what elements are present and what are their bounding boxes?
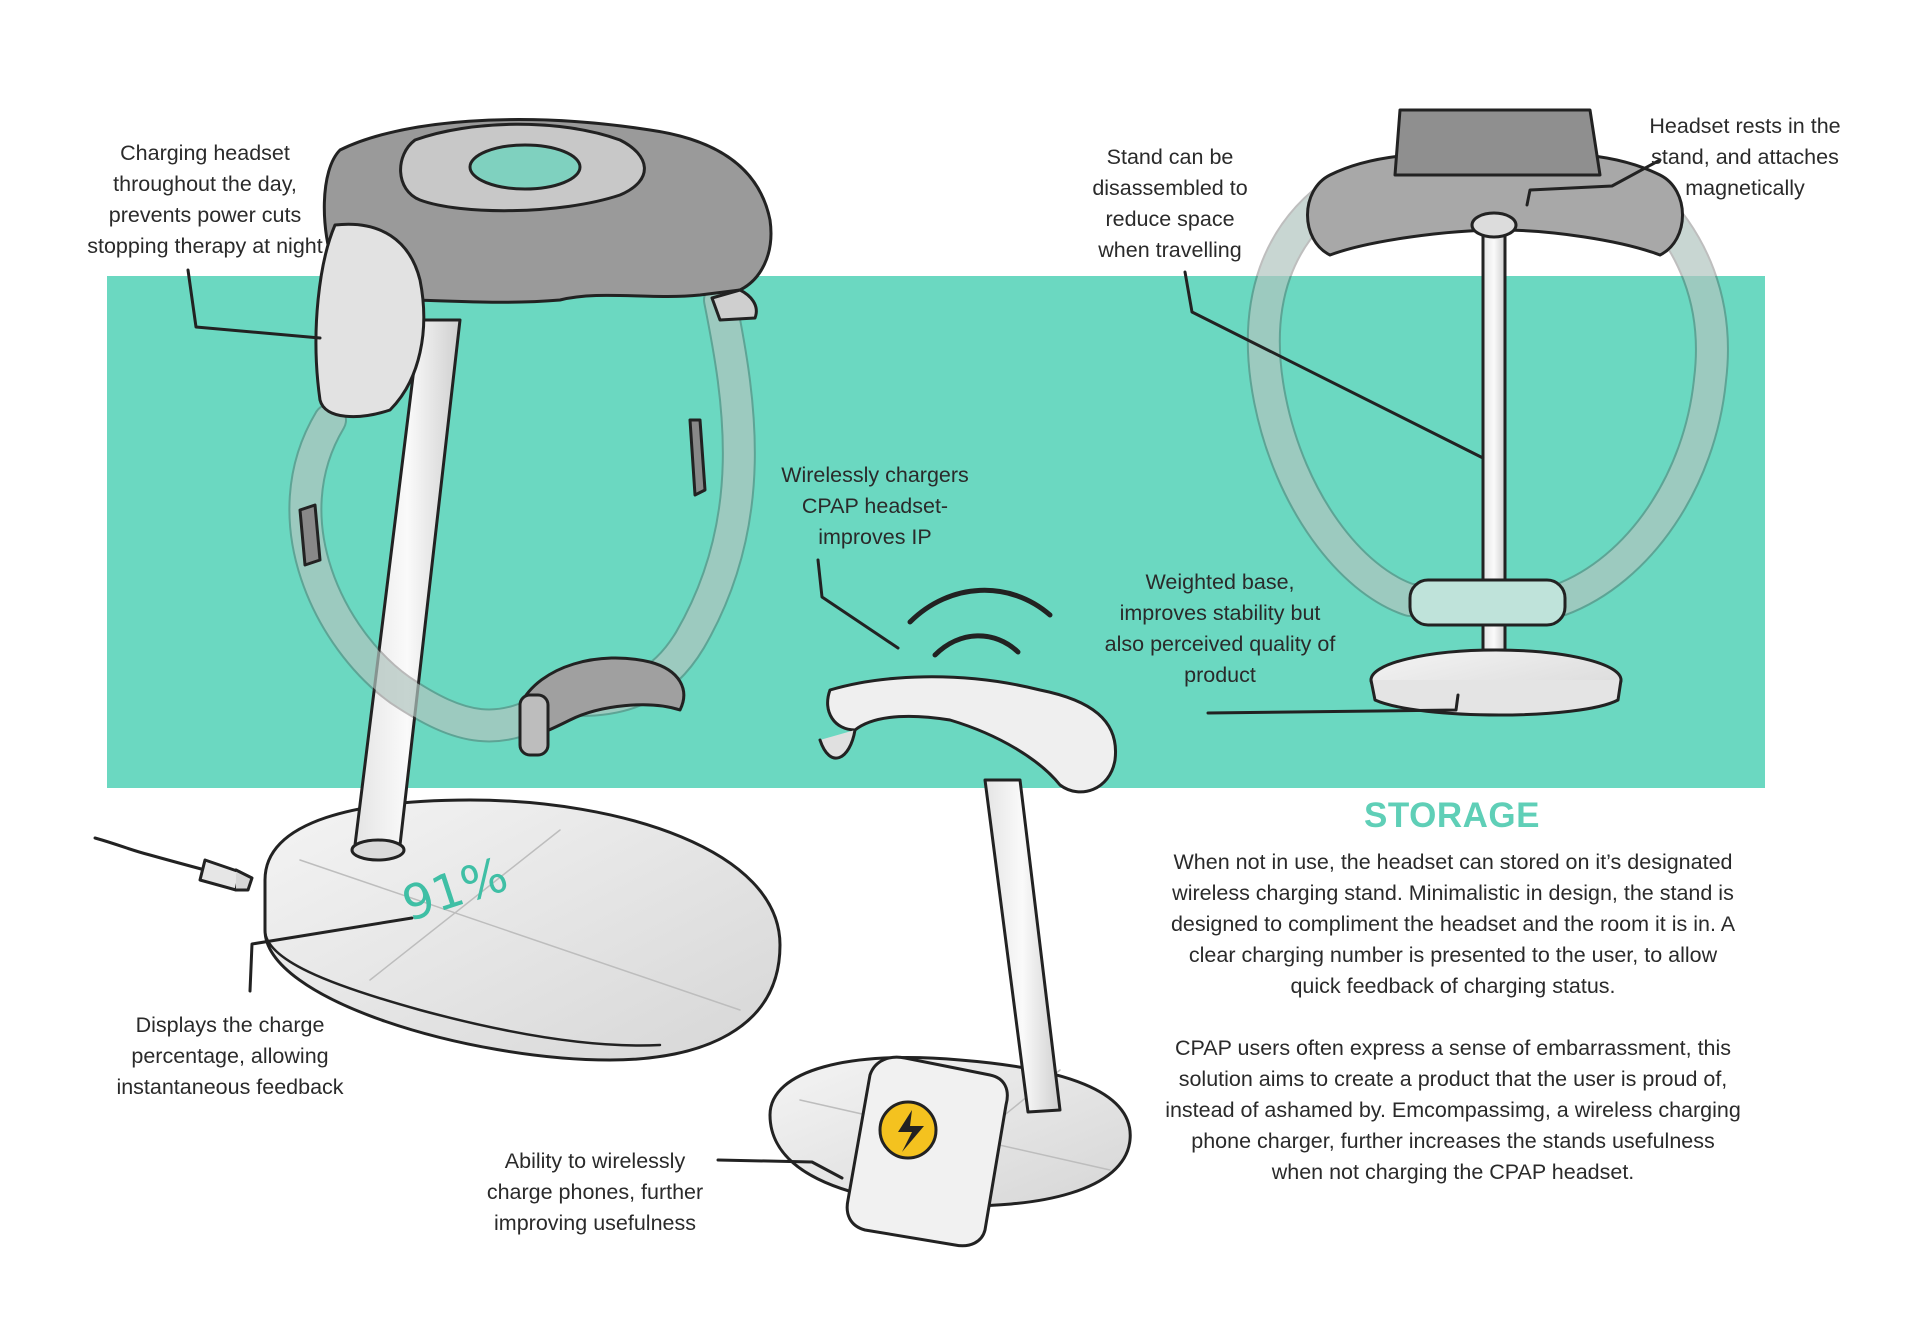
annotation-line: prevents power cuts <box>108 203 302 227</box>
storage-paragraph-2: CPAP users often express a sense of emba… <box>1118 1033 1788 1188</box>
leader-disassemble <box>1183 270 1485 460</box>
annotation-line: improves stability but <box>1119 601 1321 625</box>
annotation-line: magnetically <box>1685 176 1805 200</box>
annotation-magnetic: Headset rests in the stand, and attaches… <box>1610 111 1880 204</box>
storage-paragraph-1: When not in use, the headset can stored … <box>1118 847 1788 1002</box>
paragraph-line: quick feedback of charging status. <box>1290 974 1616 998</box>
leader-weighted <box>1206 693 1460 715</box>
annotation-display: Displays the charge percentage, allowing… <box>85 1010 375 1103</box>
annotation-charging: Charging headset throughout the day, pre… <box>40 138 370 262</box>
annotation-line: Charging headset <box>120 141 290 165</box>
leader-charging <box>186 268 322 340</box>
annotation-line: Displays the charge <box>135 1013 325 1037</box>
storage-title: STORAGE <box>1364 796 1540 835</box>
annotation-line: throughout the day, <box>113 172 297 196</box>
annotation-line: Ability to wirelessly <box>504 1149 686 1173</box>
annotation-line: charge phones, further <box>486 1180 704 1204</box>
paragraph-line: instead of ashamed by. Emcompassimg, a w… <box>1165 1098 1741 1122</box>
annotation-wireless-headset: Wirelessly chargers CPAP headset- improv… <box>745 460 1005 553</box>
annotation-line: instantaneous feedback <box>116 1075 344 1099</box>
annotation-line: also perceived quality of <box>1104 632 1336 656</box>
annotation-line: improving usefulness <box>494 1211 696 1235</box>
travel-stand-sketch <box>768 587 1132 1248</box>
leader-wireless-headset <box>816 558 900 650</box>
annotation-line: Wirelessly chargers <box>781 463 969 487</box>
annotation-line: disassembled to <box>1092 176 1248 200</box>
annotation-line: Weighted base, <box>1145 570 1295 594</box>
annotation-line: percentage, allowing <box>131 1044 329 1068</box>
paragraph-line: designed to compliment the headset and t… <box>1170 912 1736 936</box>
exploded-stand-sketch <box>1246 108 1729 717</box>
paragraph-line: solution aims to create a product that t… <box>1178 1067 1728 1091</box>
paragraph-line: wireless charging stand. Minimalistic in… <box>1172 881 1734 905</box>
annotation-line: product <box>1184 663 1256 687</box>
annotation-weighted: Weighted base, improves stability but al… <box>1075 567 1365 691</box>
paragraph-line: clear charging number is presented to th… <box>1188 943 1718 967</box>
paragraph-line: phone charger, further increases the sta… <box>1191 1129 1715 1153</box>
annotation-line: stand, and attaches <box>1651 145 1839 169</box>
annotation-line: improves IP <box>818 525 932 549</box>
leader-phones <box>716 1158 844 1180</box>
main-stand-sketch <box>93 118 782 1062</box>
annotation-phones: Ability to wirelessly charge phones, fur… <box>465 1146 725 1239</box>
paragraph-line: CPAP users often express a sense of emba… <box>1174 1036 1732 1060</box>
annotation-line: Headset rests in the <box>1649 114 1841 138</box>
leader-magnetic <box>1525 158 1662 207</box>
paragraph-line: when not charging the CPAP headset. <box>1271 1160 1635 1184</box>
paragraph-line: When not in use, the headset can stored … <box>1173 850 1733 874</box>
annotation-line: CPAP headset- <box>801 494 949 518</box>
annotation-line: reduce space <box>1105 207 1235 231</box>
leader-display <box>248 916 414 993</box>
annotation-line: stopping therapy at night <box>87 234 323 258</box>
annotation-line: when travelling <box>1098 238 1242 262</box>
annotation-disassemble: Stand can be disassembled to reduce spac… <box>1055 142 1285 266</box>
annotation-line: Stand can be <box>1106 145 1234 169</box>
